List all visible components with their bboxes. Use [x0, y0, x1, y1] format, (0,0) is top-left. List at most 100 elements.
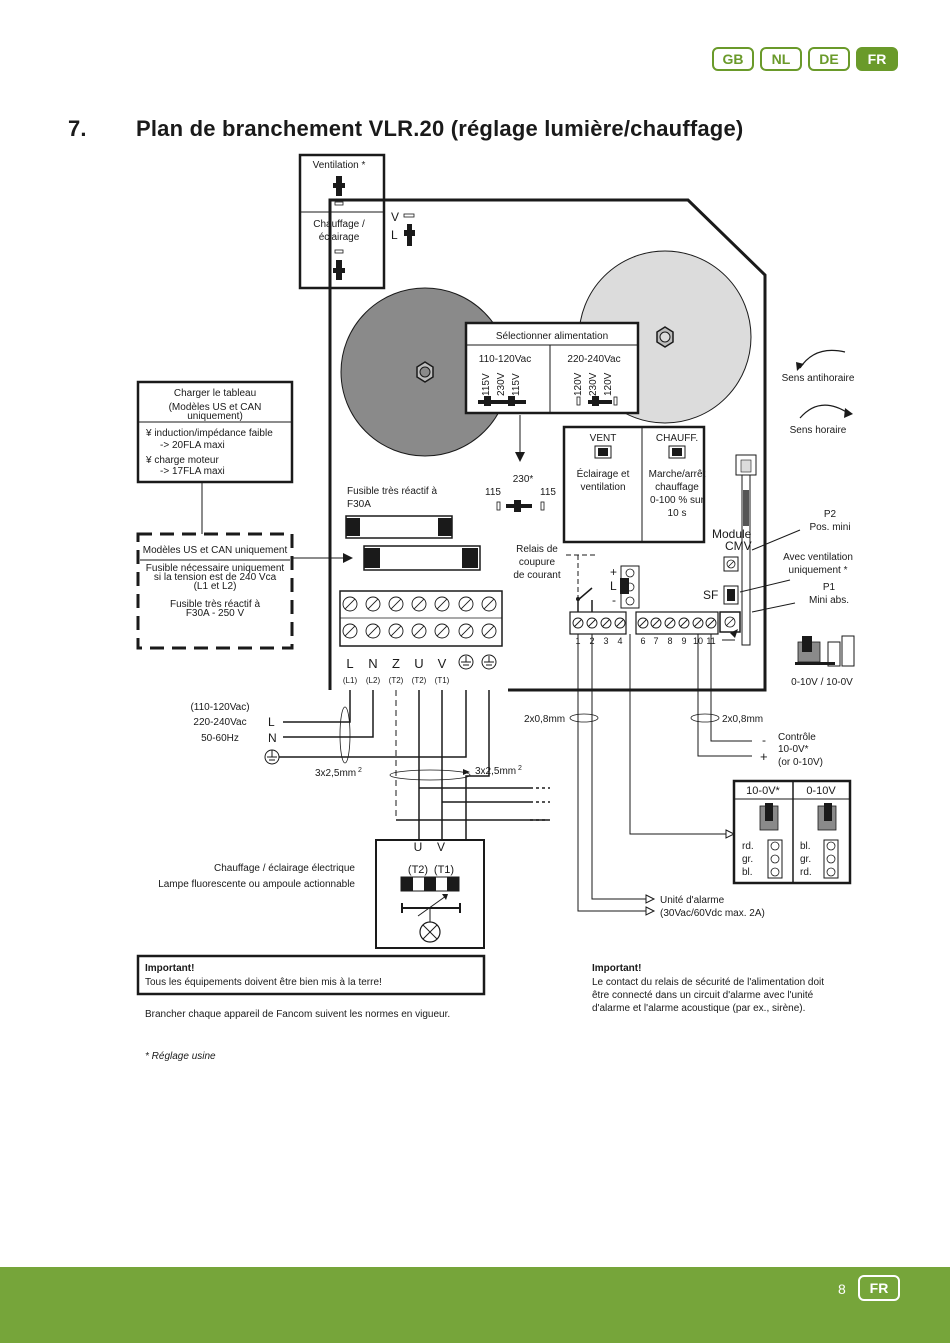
- p1-line1: P1: [823, 582, 836, 593]
- vent-only-2: uniquement *: [789, 565, 848, 576]
- page-title: 7.Plan de branchement VLR.20 (réglage lu…: [68, 116, 743, 142]
- main-screw-top-3: [388, 596, 404, 612]
- signal-screw-3: [664, 617, 676, 629]
- vent-switch-box: Ventilation * Chauffage / éclairage: [298, 153, 386, 290]
- cable-1: 3x2,5mm: [315, 768, 356, 779]
- main-screw-top-5: [434, 596, 450, 612]
- fuse-label: Fusible très réactif à: [347, 486, 437, 497]
- lang-de[interactable]: DE: [808, 47, 850, 71]
- heat-text-4: 10 s: [668, 508, 687, 519]
- heater-label1: Chauffage / éclairage électrique: [214, 863, 355, 874]
- group2-label: 220-240Vac: [567, 354, 620, 365]
- vent-text-2: ventilation: [580, 482, 625, 493]
- important-box: Important! Tous les équipements doivent …: [136, 954, 486, 996]
- cable-s1: 2x0,8mm: [524, 714, 565, 725]
- minus-label: -: [612, 593, 616, 607]
- vent-only-1: Avec ventilation: [783, 552, 853, 563]
- t3: 3: [603, 636, 608, 646]
- term-u: U: [414, 656, 423, 671]
- supply-selector-box: Sélectionner alimentation 110-120Vac 220…: [464, 321, 640, 415]
- us-line2: Fusible nécessaire uniquement: [146, 563, 285, 574]
- vent-title: VENT: [590, 433, 617, 444]
- term-u-t2: (T2): [412, 676, 427, 685]
- signal-screw-4: [678, 617, 690, 629]
- term-l: L: [346, 656, 353, 671]
- signal-screw-1: [637, 617, 649, 629]
- heater-v: V: [437, 840, 445, 854]
- p2-line1: P2: [824, 509, 837, 520]
- signal-terminal-labels: 6 7 8 9 10 11: [640, 636, 715, 646]
- us-line6: F30A - 250 V: [186, 608, 245, 619]
- term-l1: (L1): [343, 676, 358, 685]
- alarm-line2: (30Vac/60Vdc max. 2A): [660, 908, 765, 919]
- signal-screw-5: [692, 617, 704, 629]
- relay-screw-4: [614, 617, 626, 629]
- p2-line2: Pos. mini: [809, 522, 850, 533]
- load-box: Charger le tableau (Modèles US et CAN un…: [136, 380, 294, 484]
- t8: 8: [667, 636, 672, 646]
- relay-terminal-block: [569, 587, 627, 635]
- heat-title: CHAUFF.: [656, 433, 698, 444]
- signal-right-title: 0-10V: [806, 785, 836, 797]
- cable-2-sup: 2: [518, 765, 522, 772]
- heat-text-1: Marche/arrêt: [649, 469, 706, 480]
- important-right-3: d'alarme et l'alarme acoustique (par ex.…: [592, 1003, 805, 1014]
- t7: 7: [653, 636, 658, 646]
- main-screw-bottom-3: [388, 623, 404, 639]
- t4: 4: [617, 636, 622, 646]
- fuse-label-2: F30A: [347, 499, 371, 510]
- main-screw-bottom-4: [411, 623, 427, 639]
- important-right-1: Le contact du relais de sécurité de l'al…: [592, 977, 824, 988]
- lang-fr[interactable]: FR: [856, 47, 898, 71]
- vent-text-1: Éclairage et: [577, 467, 630, 480]
- main-screw-top-4: [411, 596, 427, 612]
- important-title: Important!: [145, 963, 194, 974]
- control-minus: -: [762, 733, 766, 747]
- plus-label: +: [610, 565, 617, 579]
- heat-label-2: éclairage: [319, 232, 360, 243]
- signal-select-box: 10-0V* 0-10V rd. gr. bl. bl. gr. rd.: [732, 779, 852, 885]
- relay-line2: coupure: [519, 557, 556, 568]
- relay-screw-2: [586, 617, 598, 629]
- page-number: 8: [838, 1281, 846, 1297]
- cable-2: 3x2,5mm: [475, 766, 516, 777]
- important-right: Important! Le contact du relais de sécur…: [592, 963, 824, 1014]
- lang-gb[interactable]: GB: [712, 47, 754, 71]
- footer-lang-fr[interactable]: FR: [858, 1275, 900, 1301]
- heat-text-2: chauffage: [655, 482, 699, 493]
- module-line2: CMV: [725, 539, 752, 553]
- p1-line2: Mini abs.: [809, 595, 849, 606]
- load-item1b: -> 20FLA maxi: [160, 440, 225, 451]
- main-screw-bottom-6: [458, 623, 474, 639]
- cw-label: Sens horaire: [790, 425, 847, 436]
- load-title: Charger le tableau: [174, 388, 256, 399]
- sf-label: SF: [703, 588, 718, 602]
- wiring-diagram: Ventilation * Chauffage / éclairage V L …: [136, 153, 855, 1062]
- relay-line3: de courant: [513, 570, 560, 581]
- supply-line2: 220-240Vac: [193, 717, 246, 728]
- jumper-left: 115: [485, 487, 501, 498]
- main-screw-bottom-7: [481, 623, 497, 639]
- us-can-box: Modèles US et CAN uniquement Fusible néc…: [136, 532, 294, 650]
- term-n: N: [368, 656, 377, 671]
- earth-symbols: [458, 654, 497, 670]
- g1-pin1: 115V: [481, 373, 492, 396]
- jumper-center: 230*: [513, 474, 534, 485]
- supply-line3: 50-60Hz: [201, 733, 239, 744]
- ccw-label: Sens antihoraire: [782, 373, 855, 384]
- g2-pin3: 120V: [603, 372, 614, 396]
- left-row-1: rd.: [742, 841, 754, 852]
- t6: 6: [640, 636, 645, 646]
- cable-1-sup: 2: [358, 767, 362, 774]
- lang-nl[interactable]: NL: [760, 47, 802, 71]
- important-text: Tous les équipements doivent être bien m…: [145, 977, 382, 988]
- term-v: V: [438, 656, 447, 671]
- term-z-t2: (T2): [389, 676, 404, 685]
- g1-pin2: 230V: [496, 372, 507, 396]
- main-screw-top-2: [365, 596, 381, 612]
- term-l2: (L2): [366, 676, 381, 685]
- control-line1: Contrôle: [778, 732, 816, 743]
- mode-box: VENT Éclairage et ventilation CHAUFF. Ma…: [562, 425, 706, 544]
- alarm-line1: Unité d'alarme: [660, 895, 725, 906]
- group1-label: 110-120Vac: [479, 354, 531, 365]
